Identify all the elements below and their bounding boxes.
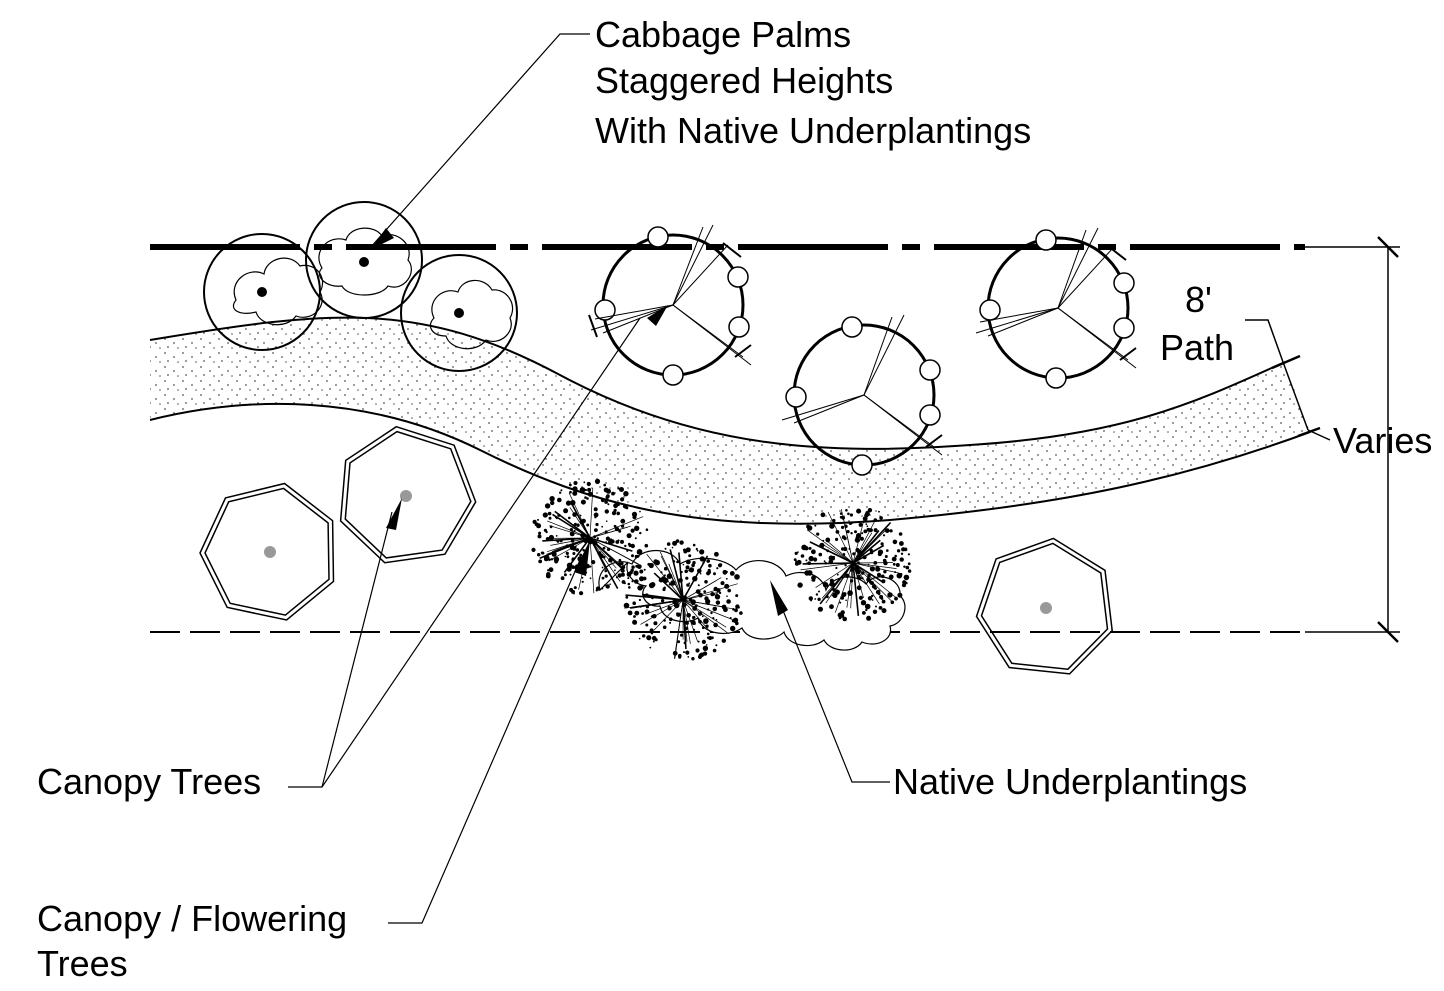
flowering-tree (781, 314, 943, 476)
flowering-tree-symbol (588, 224, 1137, 476)
canopy-tree (975, 537, 1113, 675)
underplanting-burst (623, 539, 743, 661)
native-underplanting-group (531, 478, 912, 661)
path-band (150, 317, 1310, 524)
canopy-tree-group (199, 425, 1113, 675)
label-canopy-trees: Canopy Trees (37, 761, 262, 802)
varies-label: Varies (1333, 420, 1432, 461)
palm-trunk (359, 257, 369, 267)
path-label: Path (1160, 327, 1234, 368)
label-with-native-underplantings: With Native Underplantings (595, 110, 1032, 151)
path-width-label: 8' (1185, 279, 1212, 320)
dimension-varies (1305, 236, 1400, 643)
canopy-tree (199, 482, 335, 621)
path-edge-bottom (149, 402, 1311, 525)
label-native-underplantings: Native Underplantings (893, 761, 1248, 802)
cabbage-palm-group (203, 201, 518, 372)
palm-trunk (257, 287, 267, 297)
label-canopy-flowering: Canopy / Flowering (37, 898, 348, 939)
label-cabbage-palms: Cabbage Palms (595, 14, 852, 55)
canopy-tree (339, 425, 477, 564)
leader-lines (288, 33, 890, 924)
underplanting-burst (793, 508, 912, 622)
underplanting-burst (531, 478, 649, 596)
flowering-tree (588, 224, 752, 386)
underplanting-bursts (531, 478, 912, 661)
label-trees: Trees (37, 943, 128, 984)
leader-arrowheads (370, 228, 788, 616)
dimension-path-width (1245, 319, 1331, 441)
flowering-tree (975, 227, 1137, 389)
label-staggered-heights: Staggered Heights (595, 60, 894, 101)
palm-trunk (454, 308, 464, 318)
